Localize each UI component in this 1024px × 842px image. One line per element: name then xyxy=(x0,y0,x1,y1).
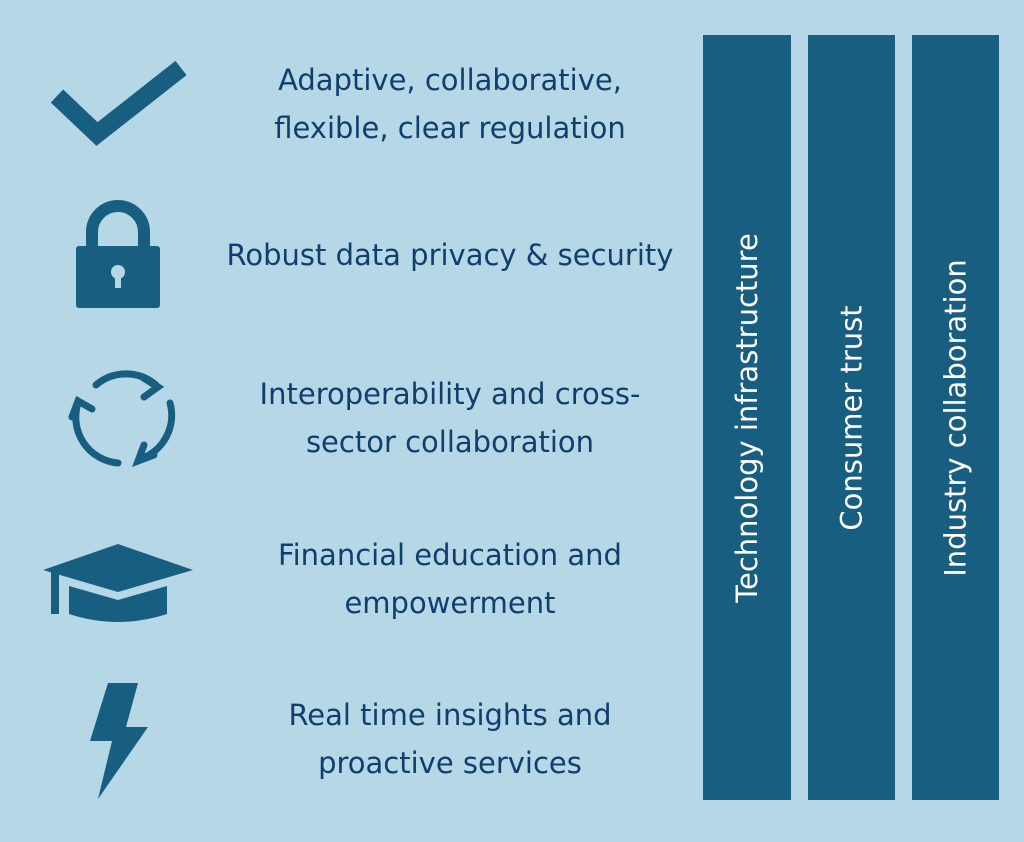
item-text: Interoperability and cross-sector collab… xyxy=(259,377,641,459)
pillar-label: Technology infrastructure xyxy=(730,232,765,603)
cycle-arrows-icon xyxy=(38,358,198,478)
item-text: Financial education and empowerment xyxy=(278,538,622,620)
pillar-label: Industry collaboration xyxy=(938,258,973,577)
graduation-cap-icon xyxy=(38,519,198,639)
item-insights: Real time insights and proactive service… xyxy=(0,679,680,799)
pillar-consumer-trust: Consumer trust xyxy=(808,35,895,800)
lock-icon xyxy=(38,195,198,315)
item-text: Real time insights and proactive service… xyxy=(288,698,612,780)
item-regulation: Adaptive, collaborative, flexible, clear… xyxy=(0,44,680,164)
item-interoperability: Interoperability and cross-sector collab… xyxy=(0,358,680,478)
item-privacy: Robust data privacy & security xyxy=(0,195,680,315)
pillar-industry-collaboration: Industry collaboration xyxy=(912,35,999,800)
item-text: Robust data privacy & security xyxy=(226,238,674,272)
pillar-label: Consumer trust xyxy=(834,304,869,531)
checkmark-icon xyxy=(38,44,198,164)
lightning-bolt-icon xyxy=(38,679,198,799)
item-text: Adaptive, collaborative, flexible, clear… xyxy=(274,63,626,145)
pillar-technology-infrastructure: Technology infrastructure xyxy=(703,35,791,800)
item-education: Financial education and empowerment xyxy=(0,519,680,639)
